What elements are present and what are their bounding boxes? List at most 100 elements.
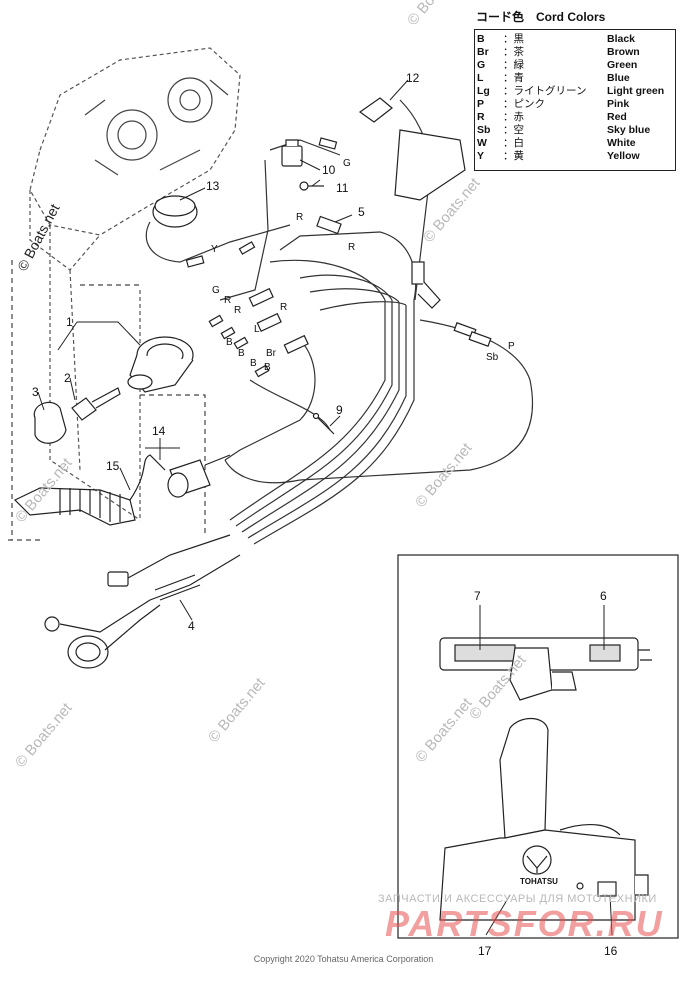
wire-label: G	[343, 158, 351, 169]
callout-1: 1	[66, 315, 73, 329]
callout-11: 11	[336, 181, 349, 195]
wire-label: R	[296, 212, 303, 223]
part-9-pin	[312, 412, 335, 435]
legend-jp: ：黄	[503, 150, 524, 162]
legend-en: Pink	[607, 98, 630, 110]
legend-jp: ：ピンク	[503, 98, 545, 110]
callout-3: 3	[32, 385, 39, 399]
part-10-relay	[281, 139, 303, 167]
legend-code: G	[477, 59, 486, 71]
legend-en: White	[607, 137, 636, 149]
legend-jp: ：赤	[503, 111, 524, 123]
cord-color-legend: B ：黒 Black Br ：茶 Brown G ：緑 Green L ：青 Blue Lg ：ラ…	[474, 29, 676, 171]
callout-2: 2	[64, 371, 71, 385]
legend-code: R	[477, 111, 485, 123]
wire-label: Sb	[486, 352, 499, 363]
wire-label: B	[238, 348, 245, 359]
legend-en: Red	[607, 111, 627, 123]
legend-row: B ：黒 Black	[475, 33, 675, 46]
legend-en: Green	[607, 59, 638, 71]
advert-tagline: ЗАПЧАСТИ И АКСЕССУАРЫ ДЛЯ МОТОТЕХНИКИ	[378, 893, 657, 905]
part-3-cap	[33, 401, 67, 444]
callout-16: 16	[604, 944, 618, 958]
legend-code: Lg	[477, 85, 490, 97]
callout-7: 7	[474, 589, 481, 603]
wire-label: P	[508, 341, 515, 352]
tohatsu-badge: TOHATSU	[520, 877, 558, 886]
wire-label: Br	[266, 348, 277, 359]
housing-outline	[29, 47, 241, 521]
legend-row: G ：緑 Green	[475, 59, 675, 72]
legend-row: W ：白 White	[475, 137, 675, 150]
wire-label: L	[254, 324, 260, 335]
callout-9: 9	[336, 403, 343, 417]
legend-en: Yellow	[607, 150, 640, 162]
leader-lines	[37, 79, 409, 621]
inset-leaders	[479, 605, 613, 936]
callout-4: 4	[188, 619, 195, 633]
part-2-key	[71, 387, 121, 421]
callout-5: 5	[358, 205, 365, 219]
part-11-screw	[299, 181, 324, 191]
legend-row: Lg ：ライトグリーン Light green	[475, 85, 675, 98]
legend-en: Sky blue	[607, 124, 651, 136]
legend-code: L	[477, 72, 484, 84]
legend-jp: ：空	[503, 124, 524, 136]
legend-code: Y	[477, 150, 485, 162]
wire-label: R	[224, 295, 231, 306]
remote-control-top-view	[439, 637, 652, 701]
legend-row: R ：赤 Red	[475, 111, 675, 124]
legend-code: W	[477, 137, 487, 149]
callout-17: 17	[478, 944, 492, 958]
part-1-main-switch	[127, 336, 194, 393]
callout-labels: 1 2 3 4 5 6 7 9 10 11 12 13 14 15 16 17	[32, 71, 618, 958]
legend-row: Sb ：空 Sky blue	[475, 124, 675, 137]
legend-row: Br ：茶 Brown	[475, 46, 675, 59]
wire-label: B	[250, 358, 257, 369]
callout-12: 12	[406, 71, 420, 85]
wire-label: Y	[211, 244, 218, 255]
advert-logo: PARTSFOR.RU	[385, 903, 664, 944]
legend-en: Light green	[607, 85, 665, 97]
part-4-plugs	[44, 534, 241, 669]
part-15-lanyard	[13, 454, 166, 526]
wire-label: B	[226, 337, 233, 348]
wire-label: R	[280, 302, 287, 313]
legend-jp: ：茶	[503, 46, 524, 58]
legend-jp: ：白	[503, 137, 524, 149]
legend-en: Black	[607, 33, 636, 45]
callout-6: 6	[600, 589, 607, 603]
legend-jp: ：黒	[503, 33, 524, 45]
legend-code: B	[477, 33, 485, 45]
connectors	[185, 137, 492, 378]
legend-code: P	[477, 98, 485, 110]
callout-15: 15	[106, 459, 120, 473]
legend-row: Y ：黄 Yellow	[475, 150, 675, 163]
legend-en: Blue	[607, 72, 630, 84]
wire-label: B	[264, 362, 271, 373]
legend-row: P ：ピンク Pink	[475, 98, 675, 111]
wire-label: R	[234, 305, 241, 316]
part-14-stop-switch	[167, 454, 231, 498]
callout-10: 10	[322, 163, 336, 177]
legend-jp: ：青	[503, 72, 524, 84]
wire-label: R	[348, 242, 355, 253]
reference-lines	[8, 260, 206, 541]
remote-control-side-view	[439, 717, 649, 921]
wire-color-labels: G R Y R G R R R L B B B Br B P Sb	[211, 158, 515, 373]
callout-14: 14	[152, 424, 166, 438]
legend-en: Brown	[607, 46, 640, 58]
copyright: Copyright 2020 Tohatsu America Corporati…	[253, 954, 434, 964]
legend-jp: ：緑	[503, 59, 524, 71]
legend-row: L ：青 Blue	[475, 72, 675, 85]
wire-label: G	[212, 285, 220, 296]
callout-13: 13	[206, 179, 220, 193]
wire-harness	[145, 99, 534, 545]
legend-code: Sb	[477, 124, 491, 136]
housing-details	[84, 77, 229, 176]
legend-code: Br	[477, 46, 489, 58]
inset-box	[397, 554, 679, 939]
part-13-buzzer	[152, 195, 198, 228]
legend-jp: ：ライトグリーン	[503, 85, 587, 97]
